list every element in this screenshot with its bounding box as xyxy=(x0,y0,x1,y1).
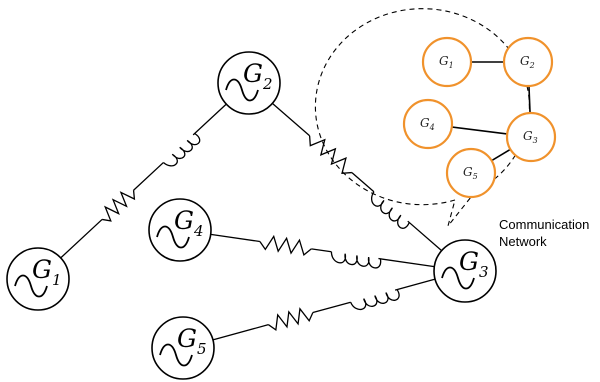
comm-node-label: G1 xyxy=(439,54,454,70)
generator-g3: G3 xyxy=(433,239,497,303)
wire xyxy=(60,103,227,259)
generator-label: G2 xyxy=(243,59,273,93)
generator-g1: G1 xyxy=(6,247,70,311)
transmission-line-g1-g2 xyxy=(60,103,227,259)
resistor-icon xyxy=(101,190,136,222)
inductor-icon xyxy=(162,132,201,167)
comm-node-circle xyxy=(502,36,554,88)
comm-node-label: G4 xyxy=(420,116,435,132)
comm-node-circle xyxy=(505,111,557,163)
comm-node-g5: G5 xyxy=(445,147,497,199)
ac-source-icon xyxy=(441,266,475,290)
ac-source-icon xyxy=(225,78,259,102)
inductor-icon xyxy=(350,289,400,311)
network-caption-line1: Communication xyxy=(499,217,589,232)
wire xyxy=(210,233,435,268)
generator-label: G1 xyxy=(32,255,62,289)
wire xyxy=(212,278,436,341)
comm-node-label: G2 xyxy=(520,54,535,70)
generator-circle xyxy=(433,239,497,303)
comm-node-circle xyxy=(402,98,454,150)
generator-g5: G5 xyxy=(151,316,215,380)
resistor-icon xyxy=(268,307,314,332)
comm-node-circle xyxy=(421,36,473,88)
generator-circle xyxy=(217,51,281,115)
wire xyxy=(271,102,443,252)
ac-source-icon xyxy=(159,343,193,367)
resistor-icon xyxy=(259,234,312,257)
generator-label: G5 xyxy=(177,324,207,358)
network-caption-line2: Network xyxy=(499,234,547,249)
speech-bubble-outline xyxy=(314,8,530,227)
generator-label: G4 xyxy=(174,206,204,240)
comm-node-label: G3 xyxy=(523,129,538,145)
inductor-icon xyxy=(330,251,382,269)
generator-g2: G2 xyxy=(217,51,281,115)
transmission-line-g5-g3 xyxy=(212,278,436,341)
generator-circle xyxy=(148,198,212,262)
transmission-line-g4-g3 xyxy=(210,233,435,269)
ac-source-icon xyxy=(14,274,48,298)
generator-g4: G4 xyxy=(148,198,212,262)
comm-node-label: G5 xyxy=(463,165,478,181)
resistor-icon xyxy=(308,135,352,174)
transmission-lines xyxy=(60,102,443,341)
generator-label: G3 xyxy=(459,247,489,281)
generator-circle xyxy=(6,247,70,311)
comm-node-g4: G4 xyxy=(402,98,454,150)
ac-source-icon xyxy=(156,225,190,249)
comm-node-g1: G1 xyxy=(421,36,473,88)
transmission-line-g2-g3 xyxy=(271,102,443,252)
comm-node-g3: G3 xyxy=(505,111,557,163)
inductor-icon xyxy=(371,191,410,229)
comm-node-circle xyxy=(445,147,497,199)
comm-node-g2: G2 xyxy=(502,36,554,88)
generator-circle xyxy=(151,316,215,380)
